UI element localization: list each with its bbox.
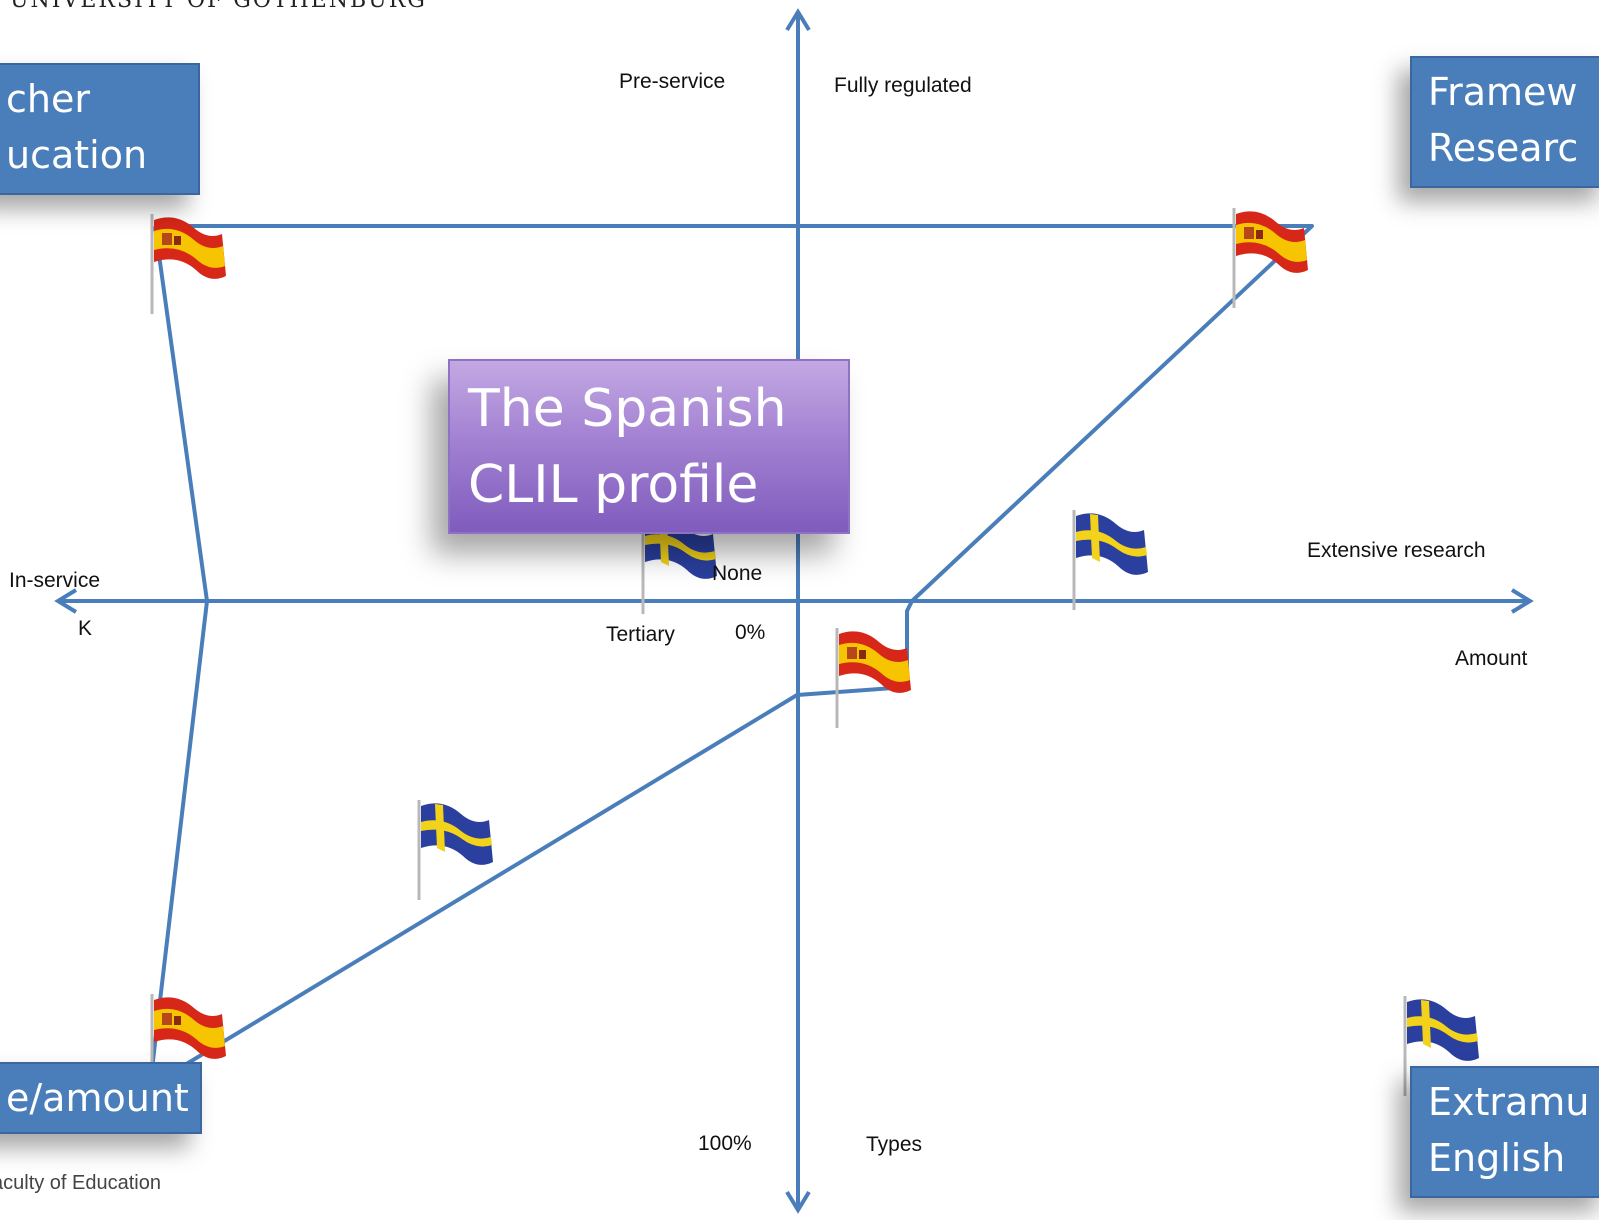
box-teacher-education: cher ucation: [0, 63, 200, 195]
label-hundred-percent: 100%: [698, 1132, 752, 1155]
box-type-amount: e/amount: [0, 1062, 202, 1134]
label-k: K: [78, 617, 93, 640]
spanish-profile-polygon: [148, 224, 1314, 1088]
spanish-flag-icon: [150, 212, 228, 316]
vertical-axis-top-arrow: [785, 8, 811, 32]
box-extramural-english: Extramu English: [1410, 1066, 1599, 1198]
swedish-flag-icon: [1072, 508, 1150, 612]
box-framework-research: Framew Researc: [1410, 56, 1599, 188]
vertical-axis-bottom-arrow: [785, 1190, 811, 1214]
label-amount: Amount: [1455, 647, 1528, 670]
label-pre-service: Pre-service: [619, 70, 726, 93]
label-fully-regulated: Fully regulated: [834, 74, 972, 97]
box-teacher-education-line2: ucation: [6, 133, 148, 177]
box-extramural-english-line1: Extramu: [1428, 1080, 1590, 1124]
horizontal-axis-left-arrow: [54, 588, 78, 614]
box-extramural-english-line2: English: [1428, 1136, 1566, 1180]
box-framework-research-line1: Framew: [1428, 70, 1578, 114]
box-teacher-education-line1: cher: [6, 77, 90, 121]
title-line2: CLIL profile: [468, 455, 759, 515]
horizontal-axis-right-arrow: [1510, 588, 1534, 614]
box-type-amount-line1: e/amount: [6, 1076, 189, 1120]
institution-header: UNIVERSITY OF GOTHENBURG: [10, 0, 427, 13]
label-types: Types: [866, 1133, 923, 1156]
label-extensive-research: Extensive research: [1307, 539, 1486, 562]
spanish-flag-icon: [1232, 206, 1310, 310]
faculty-footer: aculty of Education: [0, 1172, 161, 1194]
label-zero-percent: 0%: [735, 621, 766, 644]
title-line1: The Spanish: [468, 379, 787, 439]
spanish-flag-icon: [835, 626, 913, 730]
spanish-clil-profile-title: The Spanish CLIL profile: [448, 359, 850, 534]
label-tertiary: Tertiary: [606, 623, 675, 646]
box-framework-research-line2: Researc: [1428, 126, 1579, 170]
label-in-service: In-service: [9, 569, 101, 592]
label-none: None: [712, 562, 763, 585]
